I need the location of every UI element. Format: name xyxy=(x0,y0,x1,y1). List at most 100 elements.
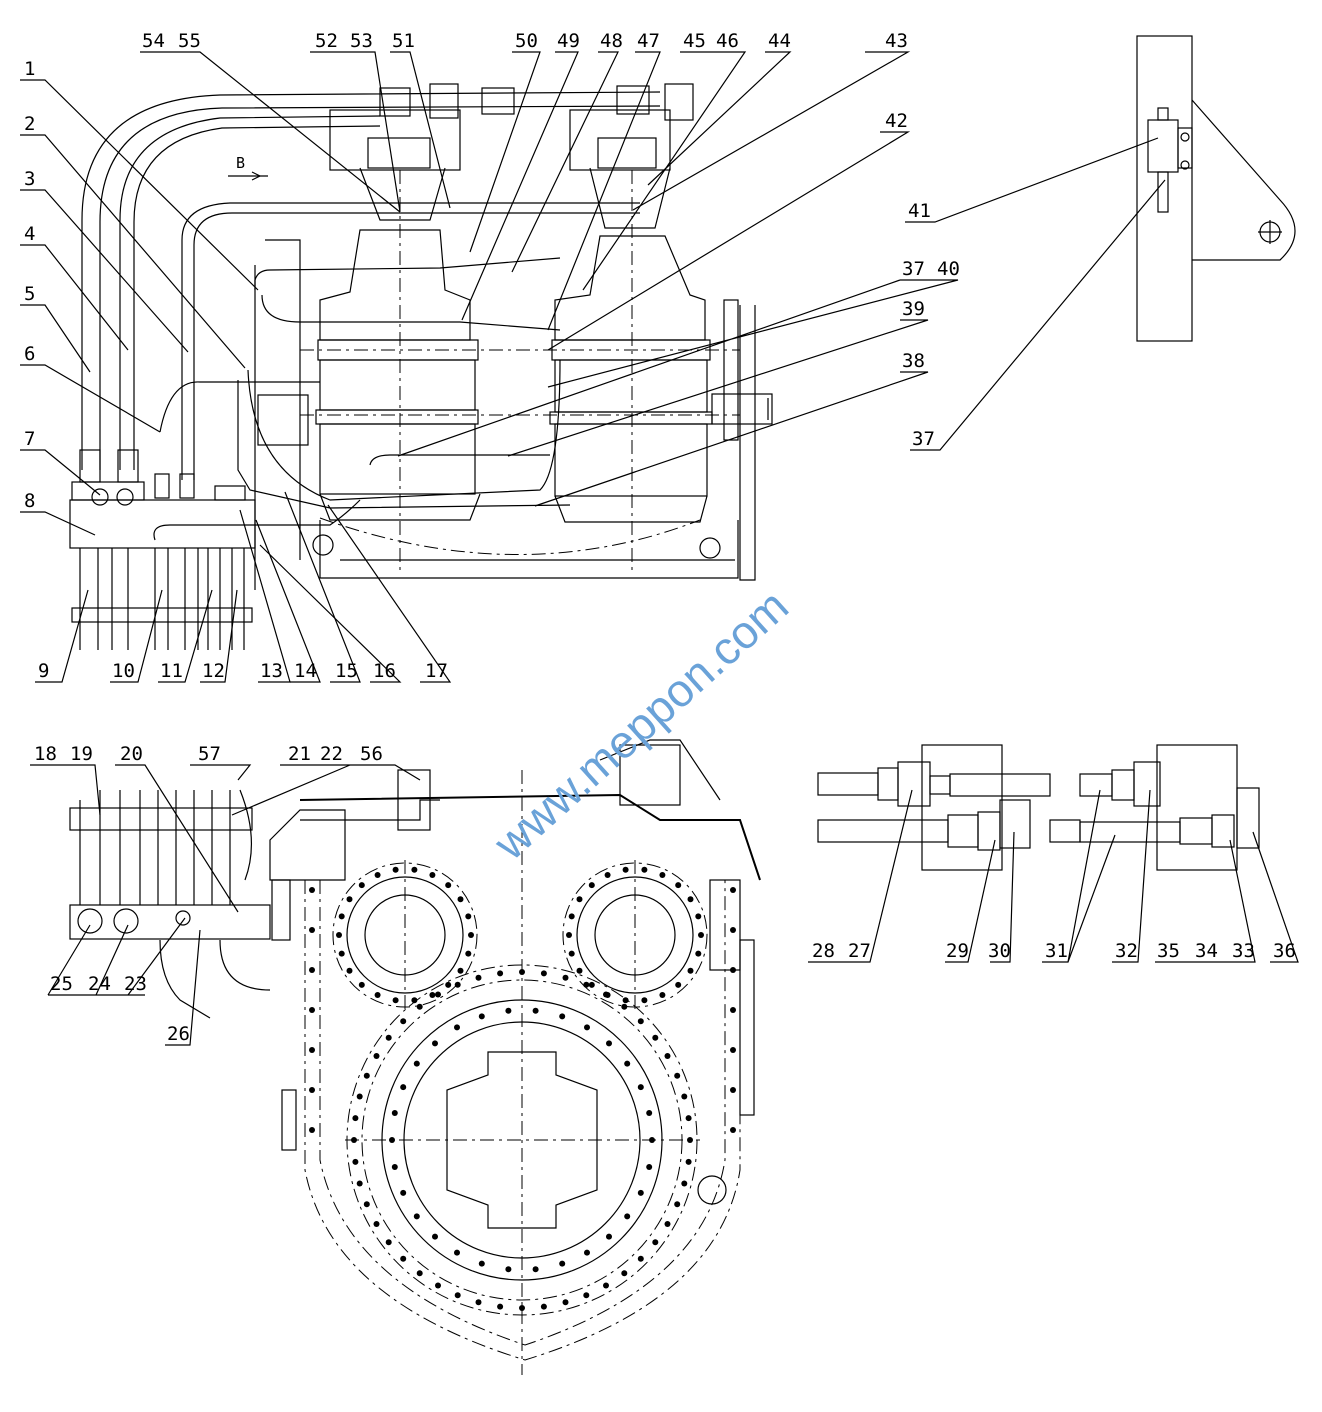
chain-link-dot xyxy=(389,1137,395,1143)
chain-link-dot xyxy=(652,1034,659,1041)
chain-link-dot xyxy=(652,1239,659,1246)
chain-link-dot xyxy=(675,882,682,889)
label-46: 46 xyxy=(716,30,739,52)
chain-link-dot xyxy=(309,1047,315,1053)
chain-link-dot xyxy=(540,970,547,977)
label-31: 31 xyxy=(1045,940,1068,962)
chain-link-dot xyxy=(432,1040,438,1047)
label-45: 45 xyxy=(683,30,706,52)
top-view: B xyxy=(69,83,773,650)
label-42: 42 xyxy=(885,110,908,132)
chain-link-dot xyxy=(352,1115,359,1122)
chain-link-dot xyxy=(356,1180,363,1187)
chain-link-dot xyxy=(374,872,381,878)
label-27: 27 xyxy=(848,940,871,962)
chain-link-dot xyxy=(603,991,609,998)
chain-link-dot xyxy=(649,1137,655,1143)
chain-link-dot xyxy=(416,1003,423,1010)
label-50: 50 xyxy=(515,30,538,52)
label-49: 49 xyxy=(557,30,580,52)
chain-link-dot xyxy=(576,896,583,903)
label-22: 22 xyxy=(320,743,343,765)
part-labels: 1 2 3 4 5 6 7 8 54 55 52 53 51 50 49 48 … xyxy=(24,30,1296,1045)
chain-link-dot xyxy=(454,1024,460,1031)
chain-link-dot xyxy=(576,967,583,974)
label-30: 30 xyxy=(988,940,1011,962)
chain-link-dot xyxy=(465,913,472,920)
chain-link-dot xyxy=(358,882,365,889)
chain-link-dot xyxy=(695,913,702,920)
chain-link-dot xyxy=(363,1072,370,1079)
chain-link-dot xyxy=(637,1018,644,1025)
chain-link-dot xyxy=(435,991,441,998)
label-25: 25 xyxy=(50,973,73,995)
chain-link-dot xyxy=(641,866,648,873)
chain-link-dot xyxy=(454,981,461,988)
chain-link-dot xyxy=(622,866,629,873)
label-18: 18 xyxy=(34,743,57,765)
chain-link-dot xyxy=(392,866,399,873)
label-53: 53 xyxy=(350,30,373,52)
chain-link-dot xyxy=(624,1060,631,1067)
chain-link-dot xyxy=(346,967,353,974)
chain-link-dot xyxy=(309,887,315,893)
chain-link-dot xyxy=(687,896,694,903)
chain-link-dot xyxy=(519,1305,525,1311)
label-32: 32 xyxy=(1115,940,1138,962)
chain-link-dot xyxy=(468,932,474,938)
label-51: 51 xyxy=(392,30,415,52)
chain-link-dot xyxy=(730,967,736,973)
chain-link-dot xyxy=(373,1221,380,1227)
chain-link-dot xyxy=(454,1249,460,1256)
chain-link-dot xyxy=(478,1013,485,1020)
label-23: 23 xyxy=(124,973,147,995)
label-34: 34 xyxy=(1195,940,1218,962)
label-20: 20 xyxy=(120,743,143,765)
chain-link-dot xyxy=(445,882,452,889)
chain-link-dot xyxy=(584,1249,590,1256)
chain-link-dot xyxy=(532,1266,539,1273)
chain-link-dot xyxy=(583,981,590,988)
label-28: 28 xyxy=(812,940,835,962)
chain-link-dot xyxy=(351,1137,357,1143)
label-12: 12 xyxy=(202,660,225,682)
chain-link-dot xyxy=(588,981,595,988)
label-14: 14 xyxy=(294,660,317,682)
chain-link-dot xyxy=(411,866,418,873)
chain-link-dot xyxy=(659,872,666,878)
chain-link-dot xyxy=(583,1292,590,1299)
chain-link-dot xyxy=(687,967,694,974)
chain-link-dot xyxy=(429,872,436,878)
chain-links xyxy=(309,866,736,1311)
chain-link-dot xyxy=(562,974,569,981)
label-17: 17 xyxy=(425,660,448,682)
chain-link-dot xyxy=(622,997,629,1004)
chain-link-dot xyxy=(373,1053,380,1059)
chain-link-dot xyxy=(641,997,648,1004)
chain-link-dot xyxy=(681,1180,688,1187)
chain-link-dot xyxy=(664,1053,671,1059)
label-13: 13 xyxy=(260,660,283,682)
chain-link-dot xyxy=(674,1072,681,1079)
label-29: 29 xyxy=(946,940,969,962)
label-21: 21 xyxy=(288,743,311,765)
chain-link-dot xyxy=(685,1158,692,1165)
chain-link-dot xyxy=(637,1189,644,1196)
chain-link-dot xyxy=(730,1007,736,1013)
label-37a: 37 xyxy=(902,258,925,280)
label-11: 11 xyxy=(160,660,183,682)
chain-link-dot xyxy=(540,1303,547,1310)
chain-link-dot xyxy=(465,950,472,957)
label-10: 10 xyxy=(112,660,135,682)
chain-link-dot xyxy=(604,872,611,878)
chain-link-dot xyxy=(606,1040,612,1047)
chain-link-dot xyxy=(695,950,702,957)
label-7: 7 xyxy=(24,428,35,450)
chain-link-dot xyxy=(646,1110,653,1116)
chain-link-dot xyxy=(646,1164,653,1170)
watermark: www.meppon.com xyxy=(483,579,798,870)
chain-link-dot xyxy=(454,1292,461,1299)
chain-link-dot xyxy=(698,932,704,938)
